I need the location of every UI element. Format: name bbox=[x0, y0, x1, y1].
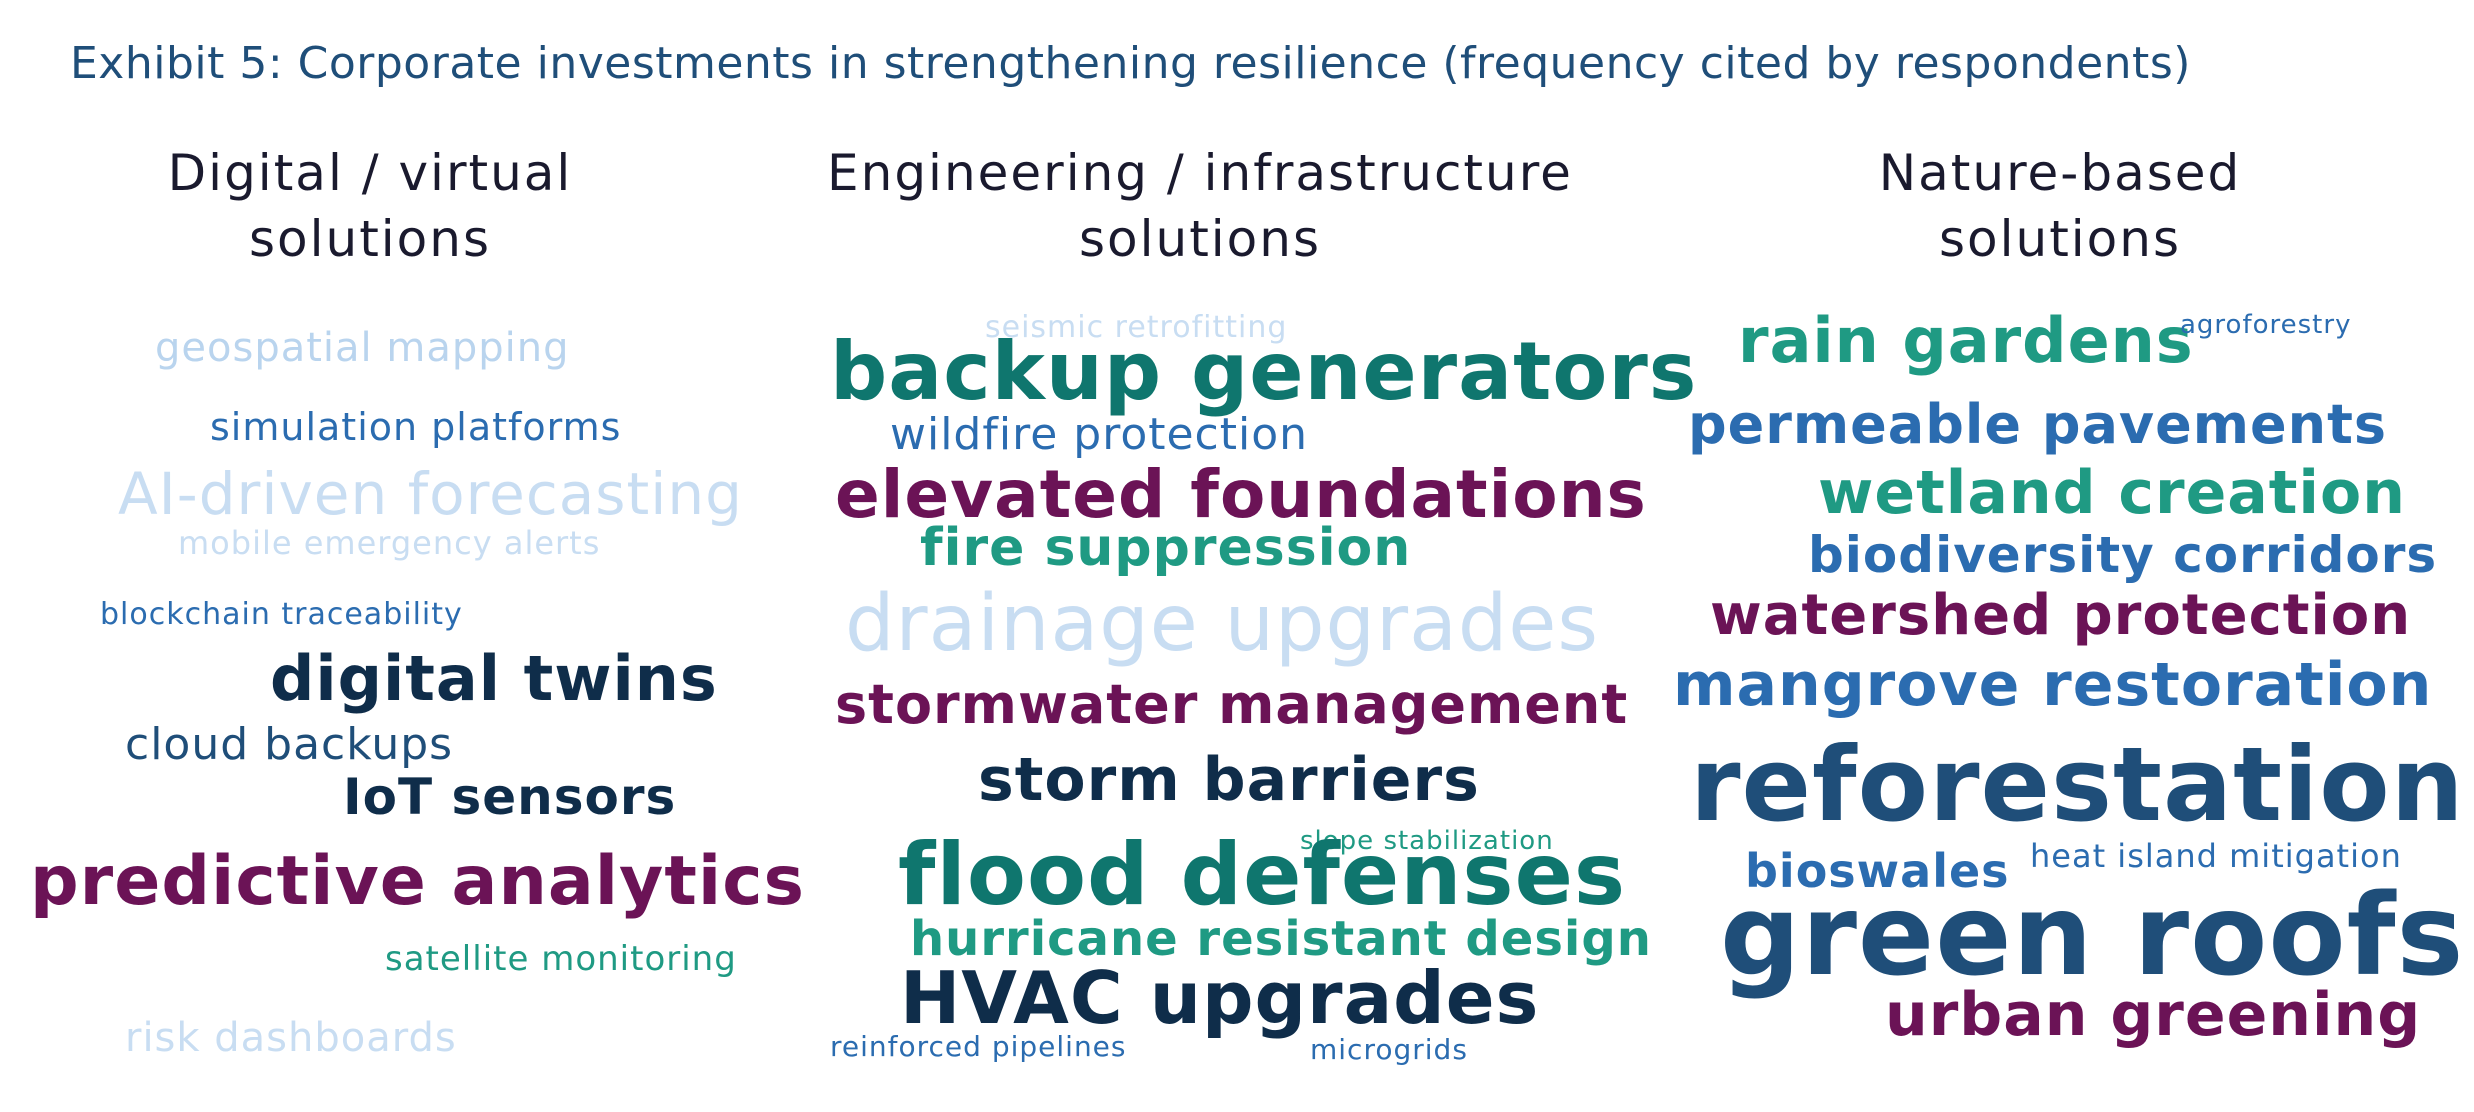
word-hvac-upgrades: HVAC upgrades bbox=[900, 956, 1540, 1040]
word-urban-greening: urban greening bbox=[1885, 980, 2422, 1050]
word-reinforced-pipelines: reinforced pipelines bbox=[830, 1030, 1127, 1063]
panel-title-engineering: Engineering / infrastructure solutions bbox=[810, 140, 1590, 272]
word-predictive-analytics: predictive analytics bbox=[30, 842, 805, 921]
word-heat-island-mitigation: heat island mitigation bbox=[2030, 837, 2402, 875]
word-geospatial-mapping: geospatial mapping bbox=[155, 325, 570, 371]
word-blockchain-traceability: blockchain traceability bbox=[100, 597, 463, 632]
word-storm-barriers: storm barriers bbox=[978, 745, 1480, 815]
word-rain-gardens: rain gardens bbox=[1738, 304, 2194, 377]
word-slope-stabilization: slope stabilization bbox=[1300, 826, 1554, 856]
panel-title-nature: Nature-based solutions bbox=[1780, 140, 2340, 272]
word-digital-twins: digital twins bbox=[270, 642, 718, 715]
panel-title-line: solutions bbox=[248, 210, 492, 268]
word-simulation-platforms: simulation platforms bbox=[210, 405, 622, 449]
panel-title-line: Digital / virtual bbox=[167, 144, 573, 202]
word-watershed-protection: watershed protection bbox=[1710, 583, 2412, 648]
word-flood-defenses: flood defenses bbox=[898, 825, 1627, 925]
word-backup-generators: backup generators bbox=[830, 325, 1698, 418]
panel-title-line: Nature-based bbox=[1878, 144, 2242, 202]
panel-title-line: solutions bbox=[1938, 210, 2182, 268]
word-seismic-retrofitting: seismic retrofitting bbox=[985, 310, 1288, 345]
word-wildfire-protection: wildfire protection bbox=[890, 409, 1309, 460]
word-stormwater-management: stormwater management bbox=[835, 673, 1629, 736]
word-elevated-foundations: elevated foundations bbox=[835, 456, 1647, 533]
word-permeable-pavements: permeable pavements bbox=[1688, 393, 2388, 456]
panel-title-line: Engineering / infrastructure bbox=[827, 144, 1573, 202]
word-risk-dashboards: risk dashboards bbox=[125, 1015, 457, 1061]
word-satellite-monitoring: satellite monitoring bbox=[385, 939, 737, 979]
word-bioswales: bioswales bbox=[1745, 844, 2010, 898]
word-mobile-emergency-alerts: mobile emergency alerts bbox=[178, 524, 601, 562]
word-reforestation: reforestation bbox=[1690, 726, 2465, 845]
word-wetland-creation: wetland creation bbox=[1818, 458, 2406, 528]
word-green-roofs: green roofs bbox=[1720, 870, 2465, 1001]
word-fire-suppression: fire suppression bbox=[920, 518, 1412, 578]
word-ai-driven-forecasting: AI-driven forecasting bbox=[118, 460, 743, 528]
word-hurricane-resistant-design: hurricane resistant design bbox=[910, 911, 1652, 967]
chart-title: Exhibit 5: Corporate investments in stre… bbox=[70, 38, 2191, 89]
word-microgrids: microgrids bbox=[1310, 1033, 1468, 1066]
word-iot-sensors: IoT sensors bbox=[343, 768, 677, 826]
word-biodiversity-corridors: biodiversity corridors bbox=[1808, 526, 2438, 584]
word-mangrove-restoration: mangrove restoration bbox=[1673, 650, 2433, 720]
panel-title-line: solutions bbox=[1078, 210, 1322, 268]
word-cloud-backups: cloud backups bbox=[125, 719, 454, 770]
word-agroforestry: agroforestry bbox=[2180, 310, 2352, 340]
panel-title-digital: Digital / virtual solutions bbox=[130, 140, 610, 272]
word-drainage-upgrades: drainage upgrades bbox=[845, 579, 1600, 669]
